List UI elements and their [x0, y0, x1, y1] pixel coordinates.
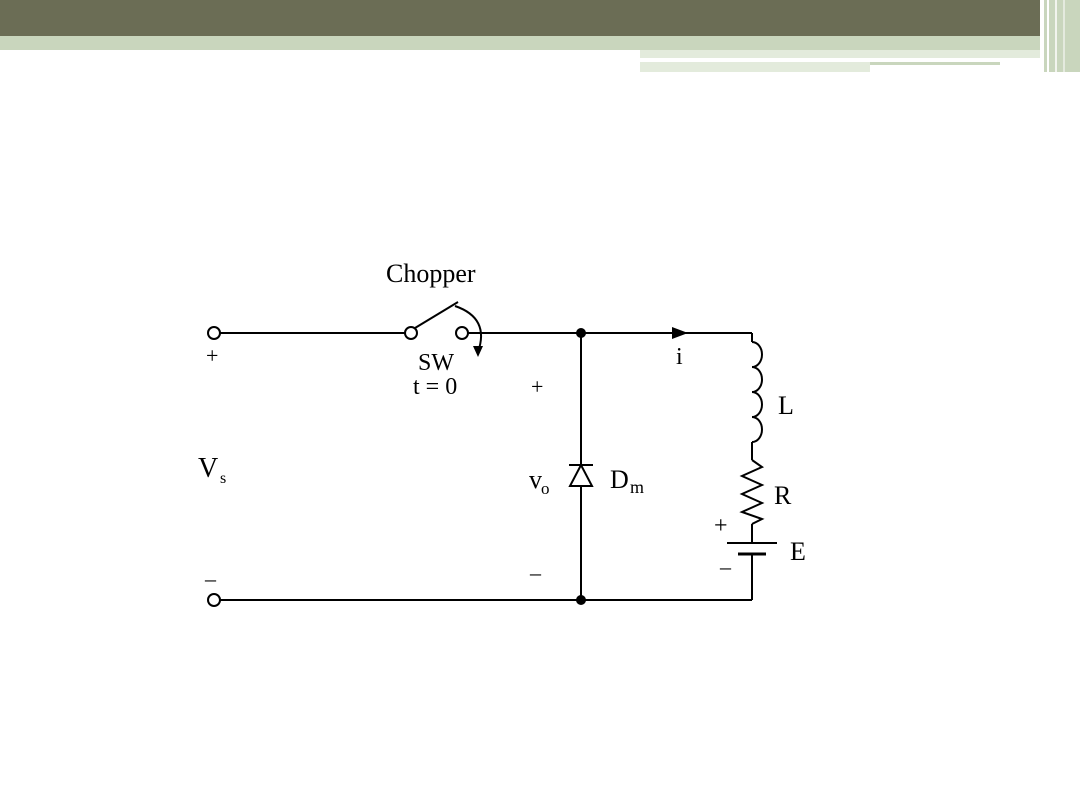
header-banner [0, 0, 1080, 72]
source-plus-label: + [206, 343, 218, 368]
inductor-label: L [778, 391, 794, 420]
diode-label: D [610, 465, 629, 494]
output-voltage-subscript: o [541, 479, 550, 498]
header-pale-strip-2 [640, 62, 870, 72]
battery-minus-label: – [719, 554, 732, 579]
battery [727, 542, 777, 556]
battery-label: E [790, 537, 806, 566]
resistor-zigzag [739, 459, 765, 525]
current-label: i [676, 344, 683, 370]
output-plus-label: + [531, 374, 543, 399]
header-light-band [0, 36, 1040, 50]
source-minus-terminal [207, 593, 221, 607]
output-voltage-label: v [529, 465, 542, 494]
header-pale-strip [640, 50, 1040, 58]
inductor-coil [751, 341, 763, 443]
battery-plus-label: + [714, 513, 728, 539]
header-pale-strip-3 [870, 62, 1000, 65]
source-plus-terminal [207, 326, 221, 340]
switch-contact-right [455, 326, 469, 340]
switch-time-label: t = 0 [413, 374, 457, 400]
switch-blade [414, 301, 459, 329]
source-minus-label: – [204, 566, 217, 591]
current-arrow [672, 327, 688, 339]
switch-title-label: Chopper [386, 259, 476, 288]
switch-contact-left [404, 326, 418, 340]
resistor-label: R [774, 481, 792, 510]
switch-name-label: SW [418, 350, 454, 376]
freewheeling-diode [568, 462, 594, 487]
output-minus-label: – [529, 560, 542, 585]
switch-arrow-head [473, 346, 483, 357]
header-side-block [1044, 0, 1080, 72]
source-voltage-subscript: s [220, 470, 226, 487]
chopper-switch [404, 301, 483, 357]
switch-closing-arrow [454, 305, 483, 353]
diode-triangle [568, 462, 594, 487]
header-dark-band [0, 0, 1040, 36]
source-voltage-label: V [198, 453, 218, 484]
diode-subscript: m [630, 477, 644, 497]
